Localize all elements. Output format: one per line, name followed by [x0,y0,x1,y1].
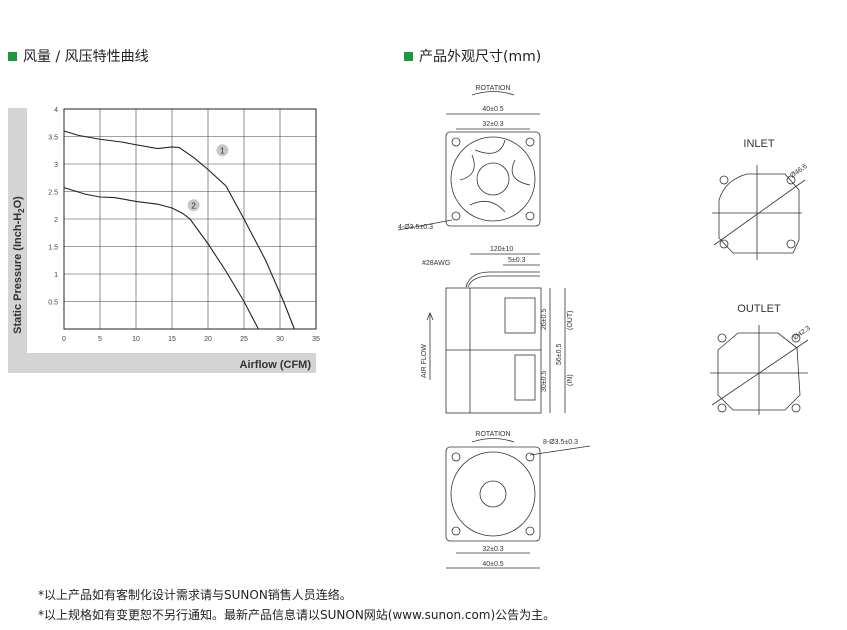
rotation-label: ROTATION [475,85,510,92]
y-tick-label: 4 [54,107,58,114]
xlabel-band [8,353,316,373]
y-tick-label: 3.5 [48,135,58,142]
dim-out: 26±0.5 [541,309,548,330]
holes-top-label: 4-Ø3.5±0.3 [398,224,433,231]
air-flow-label: AIR FLOW [421,344,428,378]
width-outer-dim: 40±0.5 [482,106,503,113]
dimension-section-header: 产品外观尺寸(mm) [404,46,541,66]
outlet-pattern: OUTLET Ø42.3 [710,303,812,415]
dim-in: 30±0.5 [541,371,548,392]
fan-front-view: ROTATION 40±0.5 32±0.3 4-Ø3.5±0.3 [397,85,541,231]
dim-total: 56±0.5 [556,344,563,365]
y-tick-label: 1 [54,272,58,279]
curve-marker-1 [216,144,229,157]
curve-2 [63,187,259,330]
x-tick-label: 35 [312,336,320,343]
curve-marker-label: 2 [191,201,196,210]
curve-marker-2 [187,199,200,212]
holes-bottom-label: 8-Ø3.5±0.3 [543,439,578,446]
x-axis-label: Airflow (CFM) [240,359,312,371]
pq-curve-chart: Static Pressure (Inch-H2O) Airflow (CFM)… [8,107,320,373]
rotation-label-bottom: ROTATION [475,431,510,438]
label-out: (OUT) [567,311,574,330]
note-spec-change: *以上规格如有变更恕不另行通知。最新产品信息请以SUNON网站(www.suno… [38,608,556,622]
curve-1 [63,130,295,330]
inlet-diameter: Ø46.6 [789,163,809,180]
curve-marker-label: 1 [220,146,225,155]
wire-gauge-label: #28AWG [422,260,450,267]
bullet-square-icon [8,51,17,61]
bullet-square-icon [404,51,413,61]
inlet-label: INLET [743,138,774,150]
outlet-diameter: Ø42.3 [792,325,812,342]
width-inner-dim: 32±0.3 [482,121,503,128]
outlet-label: OUTLET [737,303,781,315]
x-tick-label: 0 [62,336,66,343]
lead-length-dim: 120±10 [490,246,513,253]
curve-section-header: 风量 / 风压特性曲线 [8,46,149,66]
ylabel-band [8,108,27,372]
y-axis-label: Static Pressure (Inch-H2O) [12,196,26,334]
curve-title: 风量 / 风压特性曲线 [23,49,149,65]
y-tick-label: 3 [54,162,58,169]
x-tick-label: 10 [132,336,140,343]
y-tick-label: 1.5 [48,245,58,252]
y-tick-label: 2.5 [48,190,58,197]
note-customization: *以上产品如有客制化设计需求请与SUNON销售人员连络。 [38,588,352,602]
rotation-arrow-icon [471,91,515,96]
width-outer-dim-bottom: 40±0.5 [482,561,503,568]
label-in: (IN) [567,374,574,386]
x-tick-label: 15 [168,336,176,343]
x-tick-label: 25 [240,336,248,343]
x-tick-label: 5 [98,336,102,343]
y-tick-label: 0.5 [48,300,58,307]
fan-side-view: 120±10 5±0.3 #28AWG AIR FLOW 26±0.5 30±0… [421,246,574,414]
plot-frame [63,108,317,330]
inlet-pattern: INLET Ø46.6 [712,138,809,260]
x-tick-label: 20 [204,336,212,343]
lead-strip-dim: 5±0.3 [508,257,526,264]
fan-back-view: ROTATION 8-Ø3.5±0.3 32±0.3 40±0.5 [445,431,591,569]
dimension-title: 产品外观尺寸(mm) [419,49,542,65]
y-tick-label: 2 [54,217,58,224]
x-tick-label: 30 [276,336,284,343]
width-inner-dim-bottom: 32±0.3 [482,546,503,553]
